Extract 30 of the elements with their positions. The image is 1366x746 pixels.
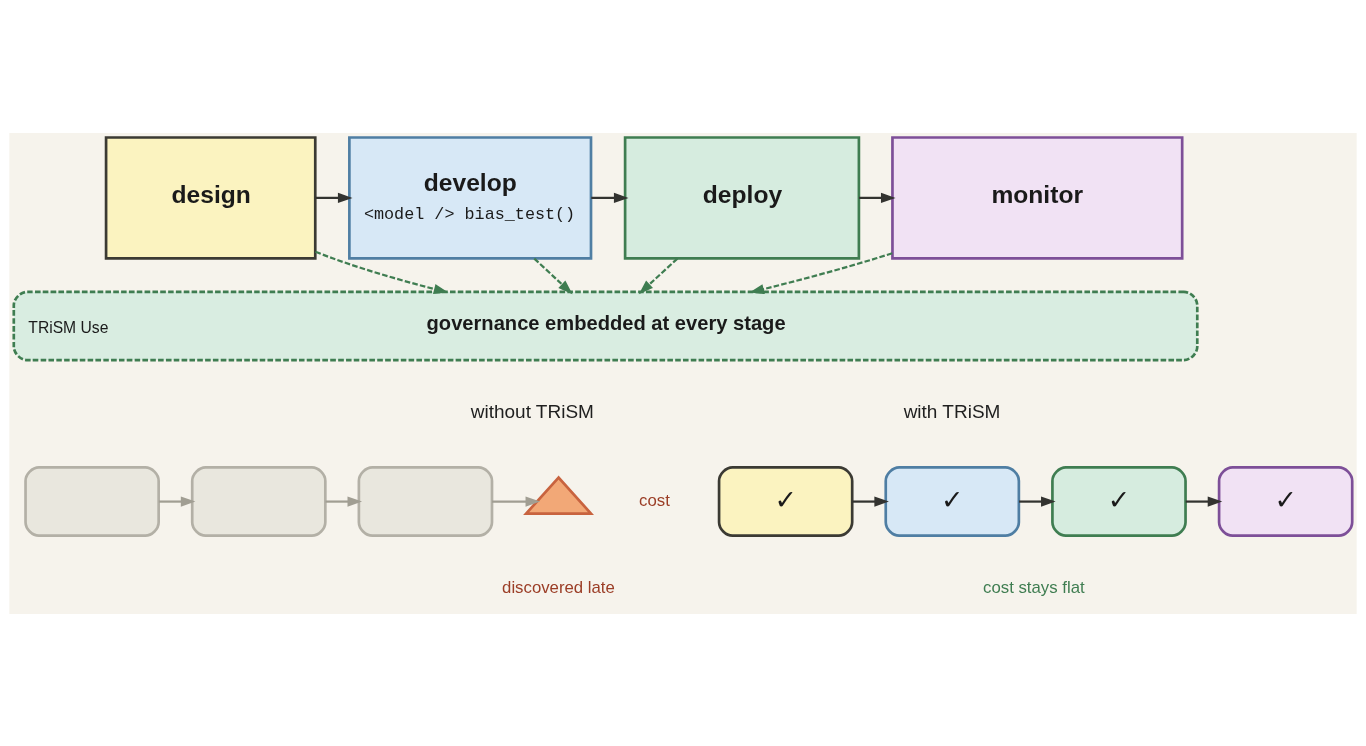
node-box: ✓ bbox=[1217, 465, 1354, 537]
node-box: ✓ bbox=[717, 465, 854, 537]
arrow bbox=[638, 257, 679, 294]
arrow bbox=[859, 192, 896, 203]
node-box: ✓ bbox=[1051, 465, 1187, 537]
label: cost bbox=[639, 490, 670, 509]
arrow bbox=[315, 250, 449, 294]
label: discovered late bbox=[502, 577, 615, 597]
label: with TRiSM bbox=[903, 400, 1001, 422]
node-box bbox=[190, 465, 327, 537]
label: cost stays flat bbox=[983, 577, 1085, 597]
arrow bbox=[158, 496, 196, 507]
arrow bbox=[1185, 496, 1223, 507]
node-box: ✓ bbox=[884, 465, 1021, 537]
node-box: deploy bbox=[623, 135, 861, 260]
arrow bbox=[315, 192, 353, 203]
node-box: TRiSM Use governance embedded at every stage bbox=[12, 290, 1199, 361]
label: without TRiSM bbox=[470, 400, 594, 422]
node-box bbox=[24, 465, 160, 537]
arrow bbox=[852, 496, 889, 507]
arrow bbox=[1019, 496, 1056, 507]
arrow bbox=[533, 257, 573, 294]
node-box: develop <model /> bias_test() bbox=[348, 135, 593, 260]
node-box: design bbox=[104, 135, 317, 260]
arrow bbox=[325, 496, 363, 507]
arrow bbox=[749, 251, 893, 294]
node-box: monitor bbox=[891, 135, 1184, 260]
arrow bbox=[591, 192, 629, 203]
arrow bbox=[492, 496, 541, 507]
node-box bbox=[357, 465, 494, 537]
